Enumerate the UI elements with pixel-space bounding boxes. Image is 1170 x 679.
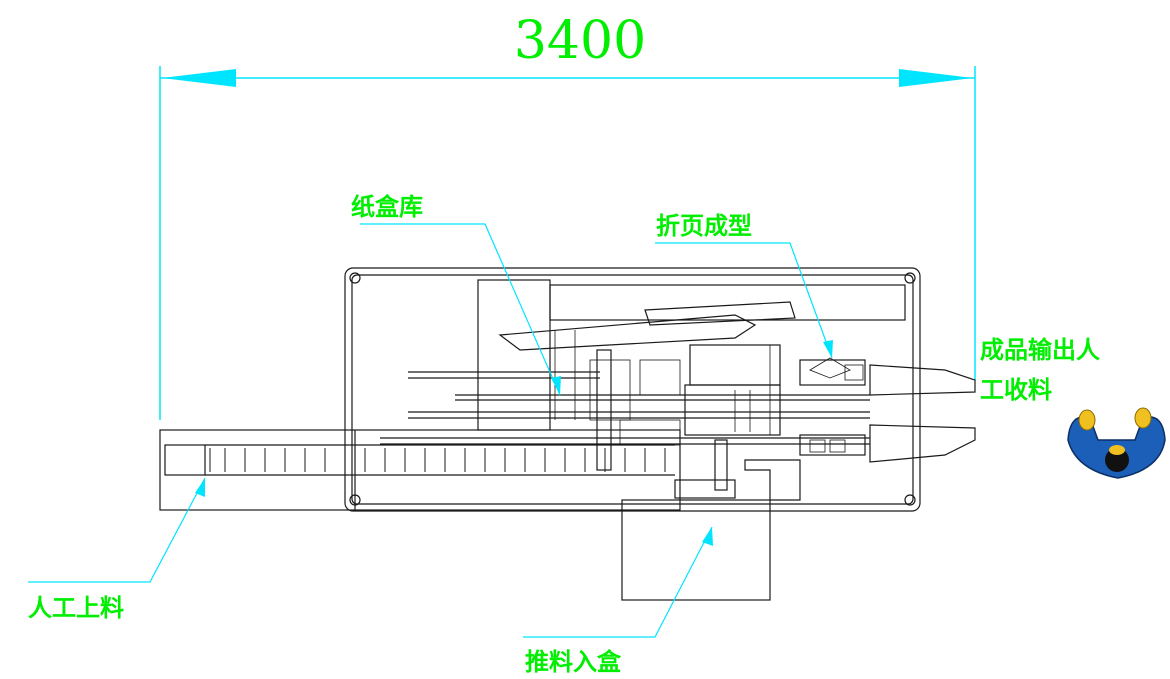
operator-icon [1067, 407, 1166, 479]
label-manual-loading: 人工上料 [28, 594, 124, 622]
drive-bracket [744, 459, 801, 501]
upper-mechanism-housing [549, 284, 906, 321]
frame-corner-bolt [904, 272, 916, 284]
arrowhead [823, 340, 833, 358]
dimension-value: 3400 [514, 11, 646, 71]
leader-push-into-box [523, 526, 713, 638]
leader-carton-magazine [360, 223, 561, 396]
vertical-post [596, 349, 612, 471]
label-output-line2: 工收料 [980, 376, 1052, 404]
operator-head [1105, 448, 1129, 472]
overall-length-dimension: 3400 [159, 11, 976, 420]
infeed-end-roller [164, 444, 206, 476]
machine-outline [159, 267, 976, 601]
arrowhead [195, 478, 205, 497]
main-frame-inner [351, 274, 914, 505]
folding-station-block [689, 344, 781, 386]
arrowhead [551, 376, 561, 395]
motor-mount [674, 479, 736, 499]
frame-corner-bolt [904, 494, 916, 506]
main-frame [344, 267, 921, 512]
central-mechanism-block [684, 384, 781, 436]
leader-lines [28, 223, 833, 638]
vertical-post [714, 439, 728, 491]
label-flap-folding: 折页成型 [656, 212, 752, 240]
operator-right-hand [1134, 407, 1152, 429]
conveyor-cleats [209, 448, 666, 472]
leader-manual-loading [28, 477, 206, 583]
output-chute-lower [869, 424, 976, 463]
dimension-arrow-right [899, 69, 973, 87]
label-push-into-box: 推料入盒 [525, 648, 622, 676]
arrowhead [702, 527, 713, 546]
folding-arm-upper [644, 301, 796, 326]
label-carton-magazine: 纸盒库 [351, 193, 423, 221]
infeed-conveyor-frame [159, 429, 681, 511]
mechanism-detail-lines [554, 330, 864, 453]
lower-gear-unit [799, 434, 866, 456]
operator-face [1109, 445, 1125, 455]
label-output-line1: 成品输出人 [980, 336, 1100, 364]
dimension-arrow-left [162, 69, 236, 87]
output-chute-upper [869, 364, 976, 396]
leader-flap-folding [655, 242, 833, 359]
forming-unit [799, 359, 866, 386]
carton-magazine-panel [477, 279, 551, 431]
push-into-box-station [621, 499, 771, 601]
frame-corner-bolt [349, 272, 361, 284]
leader-arrowheads [195, 340, 833, 546]
folding-arm [498, 314, 757, 351]
operator-left-hand [1078, 409, 1096, 431]
